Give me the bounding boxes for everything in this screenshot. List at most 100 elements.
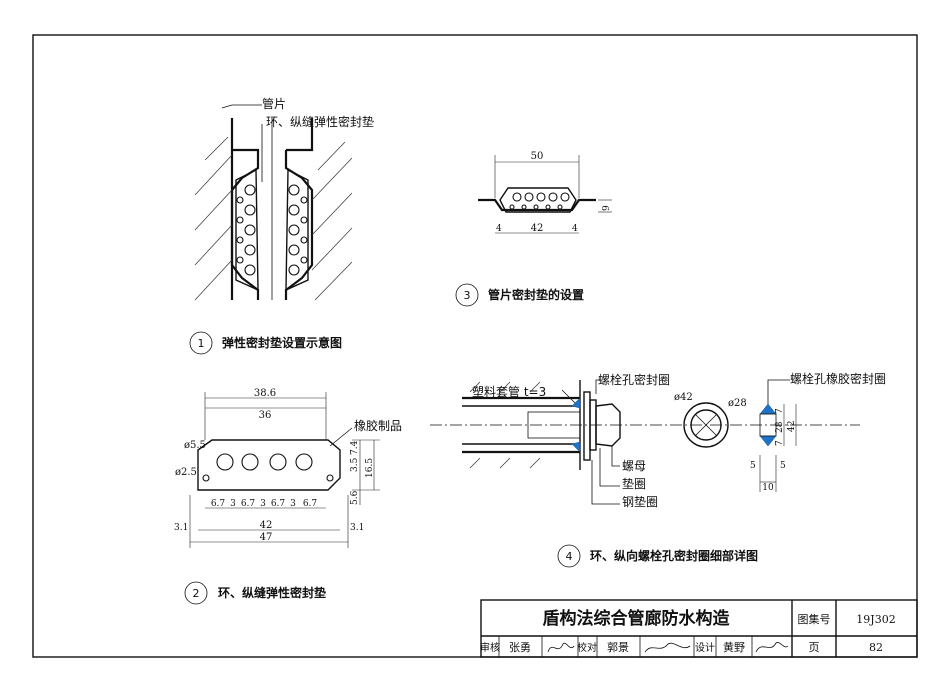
gasket-hole [288,244,300,256]
gasket-hole [202,474,210,482]
leader-segment [221,104,262,109]
dim-gap-1: 3 [230,499,236,509]
label-gasket: 环、纵缝弹性密封垫 [266,114,374,129]
gasket-hole [295,453,313,471]
gasket-hole [521,204,527,210]
leader-material [329,427,353,447]
fig1-number: 1 [198,337,205,350]
figure-3: 50 42 4 4 9 3 管片密封垫的设置 [455,151,612,307]
dim-bottom: 42 [531,223,544,234]
figure-4: 塑料套管 t=3 螺栓孔密封圈 螺母 垫圈 钢垫圈 ø42 ø28 螺栓孔橡胶密… [430,371,886,568]
gasket-hole [288,264,300,276]
dim-ring-h3: 7 [775,440,785,446]
fig3-caption: 管片密封垫的设置 [488,287,584,302]
gasket-hole [300,236,308,244]
ring-inner [690,409,722,441]
fig3-number: 3 [464,289,471,302]
dim-pitch-1: 6.7 [211,499,226,509]
gasket-hole [536,192,546,202]
label-steel-washer: 钢垫圈 [622,494,658,509]
atlas-number: 19J302 [856,613,895,626]
page-number: 82 [869,641,883,654]
label-nut: 螺母 [622,459,646,473]
seal-ring-bottom [571,441,581,453]
checker-name: 郭景 [607,641,629,654]
reviewer-name: 张勇 [509,641,531,654]
dim-depth: 9 [602,205,612,211]
dim-edge-left: 4 [496,224,502,234]
dim-ring-w-total: 10 [762,483,774,493]
gasket-hole [236,256,244,264]
profile-holes [202,453,334,482]
gasket-hole [288,184,300,196]
figure-2: 38.6 36 ø5.5 ø2.5 6.7 3 6.7 3 6.7 3 6.7 … [174,388,402,605]
gasket-hole [236,216,244,224]
dim-h2: 7.4 [350,440,360,455]
dim-top-outer-text: 38.6 [254,388,276,399]
gasket-hole [545,204,551,210]
gasket-hole [244,224,256,236]
dim-h1: 3.5 [350,457,360,472]
gasket-hole [524,192,534,202]
nut [595,403,621,447]
dim-bottom-inner-text: 42 [260,520,273,531]
groove-outline [478,198,596,212]
reviewer-signature [547,642,575,653]
segment-hatch-left [194,118,260,301]
gasket-hole [269,453,287,471]
check-label: 校对 [577,641,597,654]
dim-gap-2: 3 [260,499,266,509]
label-sleeve: 塑料套管 t=3 [472,384,546,399]
label-washer: 垫圈 [622,476,646,491]
dim-hole-small: ø2.5 [175,467,197,478]
dim-side-right: 3.1 [350,523,364,533]
ring-section-bottom [759,435,777,447]
dim-ring-h2: 28 [775,421,785,433]
dim-hole-big: ø5.5 [184,440,206,451]
designer-name: 黄野 [723,640,745,654]
gasket-hole [557,204,563,210]
gasket-holes [236,184,308,276]
dim-top: 50 [531,151,544,162]
gasket-hole [244,204,256,216]
dim-pitch-4: 6.7 [303,499,318,509]
gasket-hole [244,244,256,256]
fig4-number: 4 [566,550,573,563]
gasket-hole [300,256,308,264]
gasket-hole [236,196,244,204]
figure-1: 管片 环、纵缝弹性密封垫 1 弹性密封垫设置示意图 [189,96,374,355]
small-gasket-holes [509,192,570,210]
dim-ring-outer: ø42 [674,392,693,403]
sheet-border [32,34,918,658]
gasket-hole [326,474,334,482]
dim-gap-3: 3 [290,499,296,509]
gasket-right [285,168,309,292]
label-rubber-seal: 螺栓孔橡胶密封圈 [790,371,886,386]
dim-pitch-3: 6.7 [271,499,286,509]
dim-top-inner-text: 36 [259,410,272,421]
review-label: 审核 [480,641,500,654]
gasket-profile [197,439,341,491]
gasket-hole [236,236,244,244]
page-label: 页 [809,641,820,654]
fig1-caption: 弹性密封垫设置示意图 [222,335,342,350]
label-material: 橡胶制品 [354,418,402,433]
seal-ring-top [571,397,581,409]
dim-edge-right: 4 [572,224,578,234]
title-block: 盾构法综合管廊防水构造 图集号 19J302 审核 张勇 校对 郭景 设计 黄野… [480,599,918,658]
label-segment: 管片 [262,96,286,111]
bolt-shank [527,411,581,439]
dim-side-left: 3.1 [174,523,188,533]
fig2-number-circle [184,581,208,605]
design-label: 设计 [695,641,715,654]
drawing-title: 盾构法综合管廊防水构造 [543,608,731,629]
ring-section-top [759,403,777,415]
gasket-left [235,168,259,292]
gasket-hole [288,204,300,216]
gasket-hole [244,264,256,276]
steel-washer [583,391,591,461]
gasket-hole [216,453,234,471]
dim-bottom-outer-text: 47 [260,532,273,543]
dim-ring-w-right: 5 [780,461,786,471]
ring-outer [683,402,729,448]
